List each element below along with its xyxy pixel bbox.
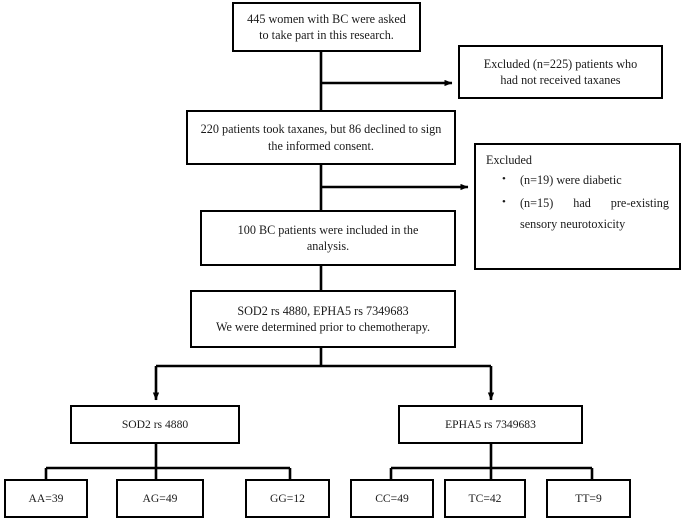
- node-genotype-ag-label: AG=49: [142, 491, 178, 505]
- node-included-text: 100 BC patients were included in the ana…: [237, 222, 419, 253]
- node-genotype-cc: CC=49: [350, 479, 434, 518]
- node-genotype-tt: TT=9: [546, 479, 631, 518]
- node-excluded-other: Excluded (n=19) were diabetic (n=15) had…: [474, 143, 681, 270]
- node-took-taxanes-text: 220 patients took taxanes, but 86 declin…: [200, 122, 442, 153]
- node-epha5: EPHA5 rs 7349683: [398, 405, 583, 444]
- node-genotype-gg-label: GG=12: [270, 491, 305, 505]
- node-genotype-ag: AG=49: [116, 479, 204, 518]
- list-item: (n=15) had pre-existing sensory neurotox…: [502, 193, 669, 235]
- node-enrolled-text: 445 women with BC were asked to take par…: [247, 11, 406, 42]
- node-sod2-label: SOD2 rs 4880: [121, 417, 189, 431]
- node-genotype-tc-label: TC=42: [468, 491, 502, 505]
- node-genes-determined-text: SOD2 rs 4880, EPHA5 rs 7349683 We were d…: [215, 303, 431, 334]
- node-excluded-taxanes-text: Excluded (n=225) patients who had not re…: [483, 56, 638, 87]
- node-excluded-other-text: Excluded (n=19) were diabetic (n=15) had…: [476, 145, 679, 237]
- node-took-taxanes: 220 patients took taxanes, but 86 declin…: [186, 110, 456, 165]
- excluded-other-list: (n=19) were diabetic (n=15) had pre-exis…: [476, 170, 679, 235]
- node-genotype-aa: AA=39: [4, 479, 88, 518]
- node-genes-determined: SOD2 rs 4880, EPHA5 rs 7349683 We were d…: [190, 290, 456, 348]
- excluded-other-heading: Excluded: [486, 153, 533, 167]
- node-genotype-cc-label: CC=49: [375, 491, 409, 505]
- node-sod2: SOD2 rs 4880: [70, 405, 240, 444]
- node-excluded-taxanes: Excluded (n=225) patients who had not re…: [458, 45, 663, 99]
- node-epha5-label: EPHA5 rs 7349683: [445, 417, 536, 431]
- node-enrolled: 445 women with BC were asked to take par…: [232, 2, 421, 52]
- list-item: (n=19) were diabetic: [502, 170, 669, 191]
- node-genotype-aa-label: AA=39: [28, 491, 64, 505]
- node-genotype-gg: GG=12: [245, 479, 330, 518]
- node-included: 100 BC patients were included in the ana…: [200, 210, 456, 266]
- node-genotype-tt-label: TT=9: [575, 491, 602, 505]
- node-genotype-tc: TC=42: [444, 479, 526, 518]
